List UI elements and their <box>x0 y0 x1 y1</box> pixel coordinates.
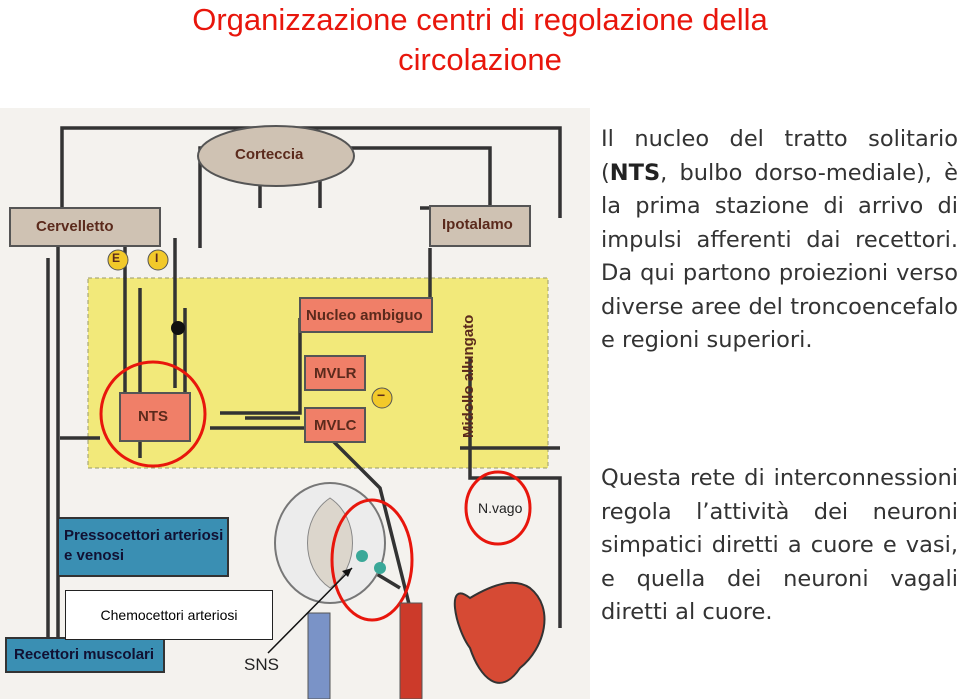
cervelletto-box <box>9 207 161 247</box>
midollo-allungato-label: Midollo allungato <box>460 314 477 438</box>
mvlc-label: MVLC <box>314 417 357 434</box>
paragraph-network: Questa rete di interconnessioni regola l… <box>601 465 958 625</box>
ipotalamo-box <box>429 205 531 247</box>
corteccia-node <box>197 125 355 187</box>
mvlr-box <box>304 355 366 391</box>
ganglion-1 <box>356 550 368 562</box>
recettori-muscolari-label: Recettori muscolari <box>14 646 155 663</box>
cervelletto-label: Cervelletto <box>36 218 114 235</box>
vein-vessel <box>307 612 331 699</box>
page-title: Organizzazione centri di regolazione del… <box>0 0 960 80</box>
paragraph-nts: Il nucleo del tratto solitario (NTS, bul… <box>601 123 958 358</box>
pressocettori-box <box>57 517 229 577</box>
nts-label: NTS <box>138 408 168 425</box>
chemocettori-box: Chemocettori arteriosi <box>65 590 273 640</box>
title-line-2: circolazione <box>398 42 562 77</box>
i-label: I <box>155 251 159 265</box>
vagus-highlight-circle <box>464 470 532 546</box>
artery-vessel <box>399 602 423 699</box>
chemocettori-label: Chemocettori arteriosi <box>100 607 238 623</box>
e-label: E <box>112 251 121 265</box>
heart-graphic <box>453 581 546 684</box>
paragraph-nts-bold: NTS <box>609 159 661 186</box>
sns-arrow <box>267 567 353 654</box>
pressocettori-label: Pressocettori arteriosi e venosi <box>64 527 224 564</box>
nucleo-ambiguo-label: Nucleo ambiguo <box>306 307 423 324</box>
paragraph-nts-part1: Il nucleo del tratto solitario ( <box>601 126 958 186</box>
nts-box <box>119 392 191 442</box>
ganglion-2 <box>374 562 386 574</box>
title-line-1: Organizzazione centri di regolazione del… <box>192 2 768 37</box>
corteccia-label: Corteccia <box>235 146 304 163</box>
ipotalamo-label: Ipotalamo <box>442 216 513 233</box>
mvlc-box <box>304 407 366 443</box>
sns-arrowhead <box>342 568 352 577</box>
nucleo-ambiguo-box <box>299 297 433 333</box>
e-marker <box>107 249 129 271</box>
sns-highlight-circle <box>330 498 414 622</box>
n-vago-label: N.vago <box>478 500 523 516</box>
nts-highlight-circle <box>99 360 207 468</box>
minus-marker <box>371 387 393 409</box>
mvlr-label: MVLR <box>314 365 357 382</box>
black-dot <box>171 321 185 335</box>
sns-label: SNS <box>244 655 279 674</box>
paragraph-nts-part2: , bulbo dorso-mediale), è la prima stazi… <box>601 159 958 354</box>
i-marker <box>147 249 169 271</box>
minus-label: − <box>377 387 386 403</box>
